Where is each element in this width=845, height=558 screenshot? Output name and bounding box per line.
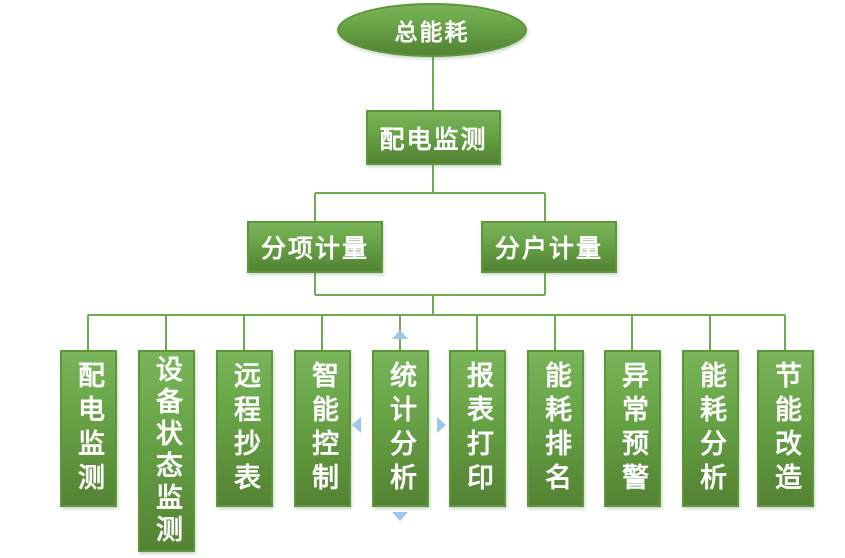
down-arrow-icon[interactable] — [392, 512, 408, 521]
leaf-label: 设备状态监测 — [151, 355, 182, 547]
leaf-label: 报表打印 — [462, 360, 493, 497]
leaf-label: 异常预警 — [617, 360, 648, 497]
leaf-energy-saving-retrofit[interactable]: 节能改造 — [757, 350, 814, 507]
leaf-report-printing[interactable]: 报表打印 — [449, 350, 506, 507]
node-distribution-monitoring[interactable]: 配电监测 — [366, 110, 501, 165]
leaf-label: 智能控制 — [307, 360, 338, 497]
leaf-intelligent-control[interactable]: 智能控制 — [294, 350, 351, 507]
leaf-equipment-status-monitoring[interactable]: 设备状态监测 — [138, 350, 195, 552]
node-household-metering[interactable]: 分户计量 — [481, 221, 617, 273]
node-distribution-monitoring-label: 配电监测 — [379, 124, 488, 154]
leaf-statistical-analysis[interactable]: 统计分析 — [372, 350, 429, 507]
leaf-label: 统计分析 — [385, 360, 416, 497]
left-arrow-icon[interactable] — [352, 417, 361, 433]
leaf-energy-analysis[interactable]: 能耗分析 — [682, 350, 739, 507]
leaf-label: 能耗分析 — [695, 360, 726, 497]
leaf-label: 配电监测 — [73, 360, 104, 497]
leaf-remote-meter-reading[interactable]: 远程抄表 — [216, 350, 273, 507]
leaf-label: 能耗排名 — [540, 360, 571, 497]
leaf-abnormal-warning[interactable]: 异常预警 — [604, 350, 661, 507]
node-household-metering-label: 分户计量 — [494, 234, 603, 263]
leaf-label: 远程抄表 — [229, 360, 260, 497]
up-arrow-icon[interactable] — [392, 330, 408, 339]
leaf-energy-ranking[interactable]: 能耗排名 — [527, 350, 584, 507]
node-total-energy-label: 总能耗 — [394, 20, 470, 46]
leaf-distribution-monitoring[interactable]: 配电监测 — [60, 350, 117, 507]
right-arrow-icon[interactable] — [437, 417, 446, 433]
leaf-label: 节能改造 — [770, 360, 801, 497]
node-total-energy[interactable]: 总能耗 — [337, 3, 527, 57]
node-subitem-metering[interactable]: 分项计量 — [247, 221, 383, 273]
node-subitem-metering-label: 分项计量 — [260, 234, 369, 263]
